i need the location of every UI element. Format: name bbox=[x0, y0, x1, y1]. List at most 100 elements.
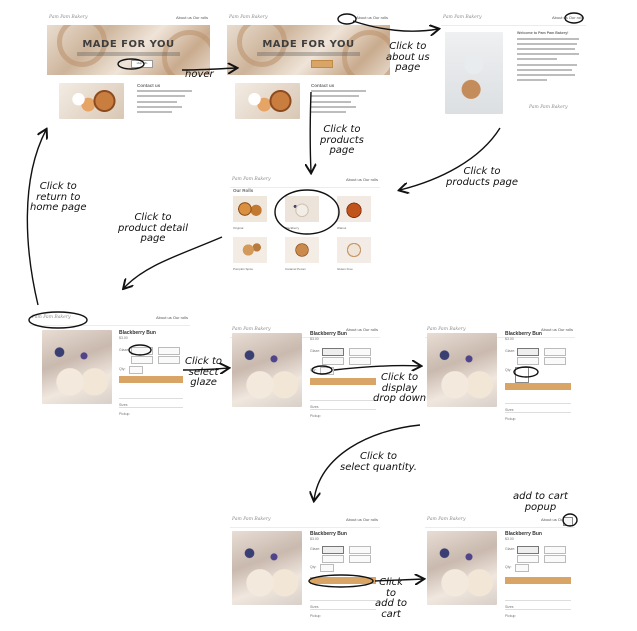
about-signature: Pam Pam Bakery bbox=[529, 105, 568, 110]
note-glaze: Click to select glaze bbox=[185, 356, 223, 388]
glaze-option-4[interactable] bbox=[349, 555, 371, 563]
qty-select[interactable] bbox=[320, 367, 334, 375]
brand-logo[interactable]: Pam Pam Bakery bbox=[229, 15, 268, 20]
glaze-label: Glaze: bbox=[119, 348, 130, 352]
nav-links[interactable]: About us Our rolls bbox=[355, 15, 388, 20]
glaze-option-selected[interactable] bbox=[322, 348, 344, 356]
glaze-option-2[interactable] bbox=[349, 546, 371, 554]
qty-select[interactable] bbox=[320, 564, 334, 572]
brand-logo[interactable]: Pam Pam Bakery bbox=[443, 15, 482, 20]
glaze-option-3[interactable] bbox=[517, 357, 539, 365]
product-tile-gluten-free[interactable]: Gluten Free bbox=[337, 237, 371, 271]
accordion-sizes[interactable]: Sizes bbox=[505, 398, 571, 412]
glaze-option-3[interactable] bbox=[322, 555, 344, 563]
brand-logo[interactable]: Pam Pam Bakery bbox=[427, 517, 466, 522]
product-tile-walnut[interactable]: Walnut bbox=[337, 196, 371, 230]
nav-links[interactable]: About us Our rolls bbox=[540, 327, 573, 332]
glaze-option-selected[interactable] bbox=[517, 348, 539, 356]
home-info: Contact us bbox=[137, 83, 197, 116]
shop-button-hovered[interactable] bbox=[311, 60, 333, 68]
glaze-label: Glaze: bbox=[505, 547, 516, 551]
nav-links[interactable]: About us Our rolls bbox=[345, 177, 378, 182]
qty-select[interactable] bbox=[129, 366, 143, 374]
glaze-option-selected[interactable] bbox=[517, 546, 539, 554]
accordion-sizes[interactable]: Sizes bbox=[310, 595, 376, 609]
brand-logo[interactable]: Pam Pam Bakery bbox=[427, 327, 466, 332]
glaze-option-1[interactable] bbox=[131, 347, 153, 355]
nav-links[interactable]: About us Our rolls bbox=[175, 15, 208, 20]
qty-select[interactable] bbox=[515, 564, 529, 572]
glaze-option-2[interactable] bbox=[349, 348, 371, 356]
product-tile-blackberry[interactable]: Blackberry bbox=[285, 196, 319, 230]
glaze-option-4[interactable] bbox=[544, 555, 566, 563]
hero-subtitle bbox=[77, 52, 180, 56]
navbar: Pam Pam Bakery About us Our rolls bbox=[425, 325, 575, 338]
brand-logo[interactable]: Pam Pam Bakery bbox=[232, 327, 271, 332]
navbar: Pam Pam Bakery About us Our rolls bbox=[30, 313, 190, 326]
product-tile-caramel-pecan[interactable]: Caramel Pecan bbox=[285, 237, 319, 271]
cart-popup bbox=[563, 517, 573, 526]
accordion-pickup[interactable]: Pickup bbox=[310, 404, 376, 418]
add-to-cart-button[interactable] bbox=[119, 376, 183, 383]
accordion-sizes[interactable]: Sizes bbox=[119, 393, 183, 407]
products-page-frame: Pam Pam Bakery About us Our rolls Our Ro… bbox=[230, 175, 380, 275]
product-photo bbox=[232, 333, 302, 407]
glaze-option-4[interactable] bbox=[544, 357, 566, 365]
glaze-option-selected[interactable] bbox=[322, 546, 344, 554]
brand-logo[interactable]: Pam Pam Bakery bbox=[232, 517, 271, 522]
glaze-option-4[interactable] bbox=[349, 357, 371, 365]
shop-button[interactable]: shop rolls bbox=[131, 60, 153, 68]
accordion-pickup[interactable]: Pickup bbox=[310, 604, 376, 618]
add-to-cart-button[interactable] bbox=[505, 383, 571, 390]
glaze-option-4[interactable] bbox=[158, 356, 180, 364]
nav-links[interactable]: About us Our rolls bbox=[540, 517, 573, 522]
glaze-option-3[interactable] bbox=[322, 357, 344, 365]
add-to-cart-button[interactable] bbox=[310, 577, 376, 584]
detail-page-frame-2: Pam Pam Bakery About us Our rolls Blackb… bbox=[230, 325, 380, 418]
hero-banner: MADE FOR YOU shop rolls bbox=[47, 25, 210, 75]
product-price: $3.00 bbox=[505, 537, 514, 541]
accordion-pickup[interactable]: Pickup bbox=[505, 407, 571, 421]
hero-banner: MADE FOR YOU bbox=[227, 25, 390, 75]
add-to-cart-button[interactable] bbox=[505, 577, 571, 584]
product-tile-original[interactable]: Original bbox=[233, 196, 267, 230]
qty-label: Qty: bbox=[310, 565, 317, 569]
qty-dropdown-open[interactable] bbox=[515, 367, 529, 383]
add-to-cart-button[interactable] bbox=[310, 378, 376, 385]
accordion-sizes[interactable]: Sizes bbox=[505, 595, 571, 609]
qty-label: Qty: bbox=[310, 368, 317, 372]
navbar: Pam Pam Bakery About us Our rolls bbox=[425, 515, 575, 528]
accordion-sizes[interactable]: Sizes bbox=[310, 395, 376, 409]
product-price: $3.00 bbox=[505, 337, 514, 341]
glaze-option-3[interactable] bbox=[131, 356, 153, 364]
brand-logo[interactable]: Pam Pam Bakery bbox=[232, 177, 271, 182]
glaze-label: Glaze: bbox=[310, 547, 321, 551]
glaze-option-3[interactable] bbox=[517, 555, 539, 563]
product-name: Blackberry Bun bbox=[505, 531, 542, 537]
glaze-option-2[interactable] bbox=[158, 347, 180, 355]
nav-links[interactable]: About us Our rolls bbox=[345, 517, 378, 522]
product-price: $3.00 bbox=[119, 336, 128, 340]
note-detail: Click to product detail page bbox=[118, 212, 188, 244]
nav-links[interactable]: About us Our rolls bbox=[345, 327, 378, 332]
brand-logo[interactable]: Pam Pam Bakery bbox=[49, 15, 88, 20]
home-photo bbox=[59, 83, 124, 119]
navbar: Pam Pam Bakery About us Our rolls bbox=[441, 13, 586, 26]
glaze-option-2[interactable] bbox=[544, 546, 566, 554]
home-page-frame: Pam Pam Bakery About us Our rolls MADE F… bbox=[47, 13, 210, 123]
about-photo bbox=[445, 32, 503, 114]
home-info-heading: Contact us bbox=[311, 83, 335, 88]
product-tile-pumpkin-spice[interactable]: Pumpkin Spice bbox=[233, 237, 267, 271]
nav-links[interactable]: About us Our rolls bbox=[155, 315, 188, 320]
nav-links[interactable]: About us Our rolls bbox=[551, 15, 584, 20]
product-name: Blackberry Bun bbox=[505, 331, 542, 337]
arrow-return-home bbox=[26, 130, 46, 306]
glaze-option-2[interactable] bbox=[544, 348, 566, 356]
note-hover: hover bbox=[185, 69, 214, 80]
hero-title: MADE FOR YOU bbox=[262, 39, 355, 50]
accordion-pickup[interactable]: Pickup bbox=[505, 604, 571, 618]
accordion-pickup[interactable]: Pickup bbox=[119, 402, 183, 416]
arrow-detail bbox=[124, 236, 223, 288]
note-add-to-cart: Click to add to cart bbox=[375, 577, 408, 620]
brand-logo[interactable]: Pam Pam Bakery bbox=[32, 315, 71, 320]
